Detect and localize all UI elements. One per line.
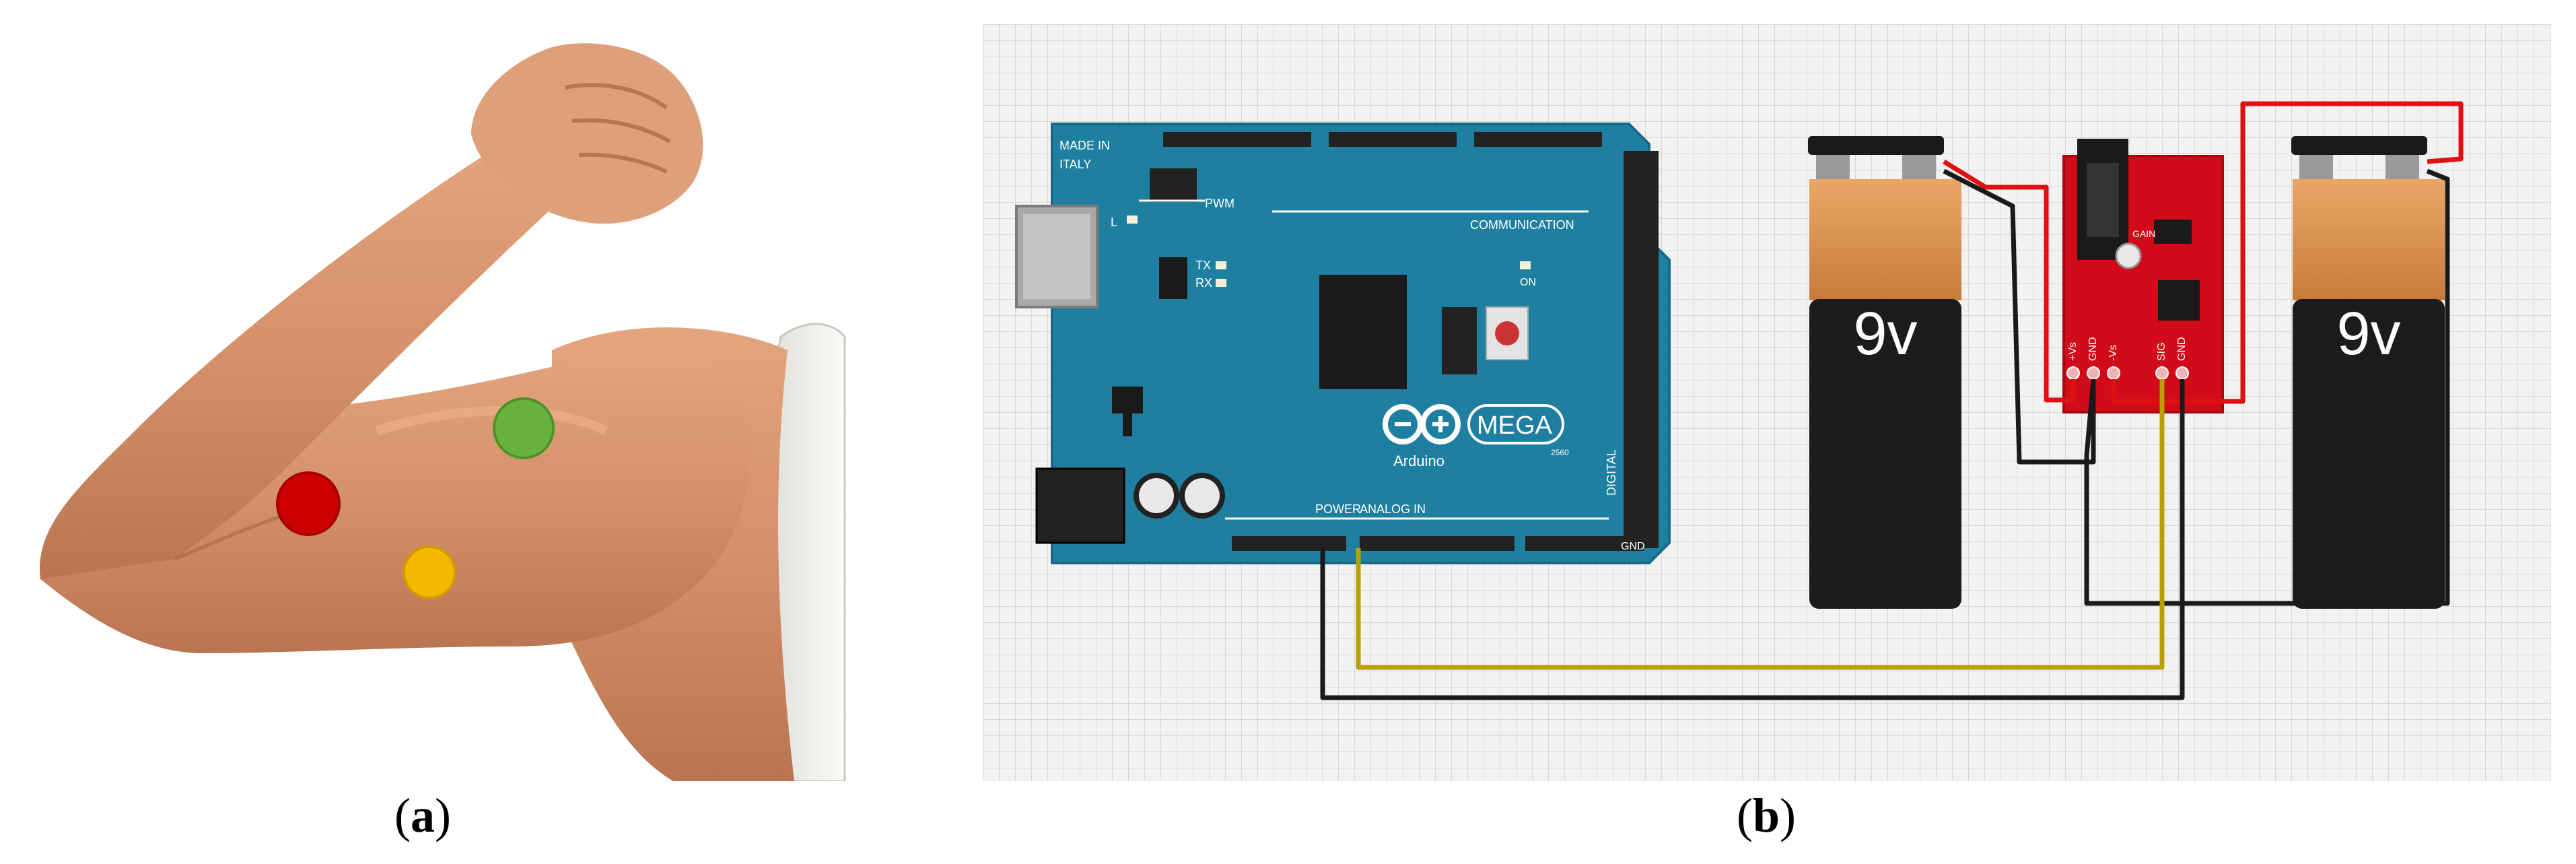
digital-header-top-3 (1474, 132, 1602, 147)
led-rx-label: RX (1195, 276, 1212, 290)
battery-1: 9v (1808, 136, 1961, 609)
pin-label-sig: SIG (2156, 342, 2167, 361)
power-jack (1035, 467, 1125, 544)
digital-header-top-2 (1329, 132, 1457, 147)
circuit-diagram-panel: MADE IN ITALY PWM COMMUNICATION L TX RX … (983, 24, 2551, 781)
battery-2: 9v (2291, 136, 2445, 609)
brand-label: Arduino (1393, 453, 1444, 469)
battery-1-label: 9v (1853, 300, 1917, 368)
wires (1320, 101, 2464, 700)
arduino-logo (1383, 404, 1461, 444)
forearm (40, 139, 574, 579)
digital-header-top (1163, 132, 1311, 147)
gain-potentiometer (2115, 242, 2142, 269)
pin-label-vs-minus: -Vs (2108, 345, 2119, 361)
red-wire-1 (1943, 160, 2076, 403)
icsp-header (1150, 168, 1197, 202)
green-electrode (493, 397, 555, 459)
upper-arm (40, 347, 751, 653)
sensor-chip-2 (2158, 280, 2200, 321)
red-electrode (276, 471, 341, 536)
led-tx-label: TX (1195, 259, 1211, 272)
small-chip (1159, 257, 1187, 299)
arduino-mega-board: MADE IN ITALY PWM COMMUNICATION L TX RX … (1015, 123, 1671, 564)
digital-header-right (1624, 151, 1659, 548)
made-in-label: MADE IN (1059, 139, 1110, 152)
fist (471, 43, 703, 224)
pwm-label: PWM (1205, 197, 1234, 210)
power-header (1232, 536, 1346, 551)
battery-2-label: 9v (2336, 300, 2400, 368)
pin-label-gnd-2: GND (2176, 337, 2188, 361)
communication-label: COMMUNICATION (1470, 218, 1574, 232)
pin-label-gnd-1: GND (2087, 337, 2099, 361)
main-chip (1319, 275, 1407, 389)
model-number-label: 2560 (1551, 448, 1569, 457)
led-l-label: L (1111, 215, 1117, 229)
emg-sensor-board: GAIN +Vs GND -Vs SIG GND (2062, 139, 2224, 413)
caption-a: (a) (394, 789, 451, 842)
gnd-label: GND (1621, 541, 1645, 552)
analog-header-1 (1360, 536, 1515, 551)
power-label: POWER (1315, 502, 1361, 516)
circuit-diagram: MADE IN ITALY PWM COMMUNICATION L TX RX … (983, 24, 2551, 781)
black-wire-2 (2084, 168, 2450, 606)
icsp-header-2 (1442, 307, 1477, 374)
pin-label-vs-plus: +Vs (2067, 342, 2079, 361)
regulator (1112, 387, 1143, 413)
sensor-chip (2154, 220, 2192, 244)
analog-in-label: ANALOG IN (1360, 502, 1426, 516)
digital-label: DIGITAL (1605, 449, 1618, 496)
arm-photo-panel (0, 0, 848, 783)
arm-illustration (40, 43, 846, 783)
caption-b: (b) (1737, 789, 1797, 842)
led-on-label: ON (1520, 277, 1536, 288)
signal-wire (1356, 379, 2165, 670)
yellow-electrode (403, 545, 456, 599)
red-wire-2 (2111, 101, 2464, 404)
ground-wire (1320, 379, 2185, 700)
italy-label: ITALY (1059, 158, 1091, 171)
analog-header-2 (1525, 536, 1644, 551)
gain-label: GAIN (2132, 228, 2155, 239)
model-label: MEGA (1477, 411, 1553, 440)
black-wire-1 (1943, 168, 2096, 465)
